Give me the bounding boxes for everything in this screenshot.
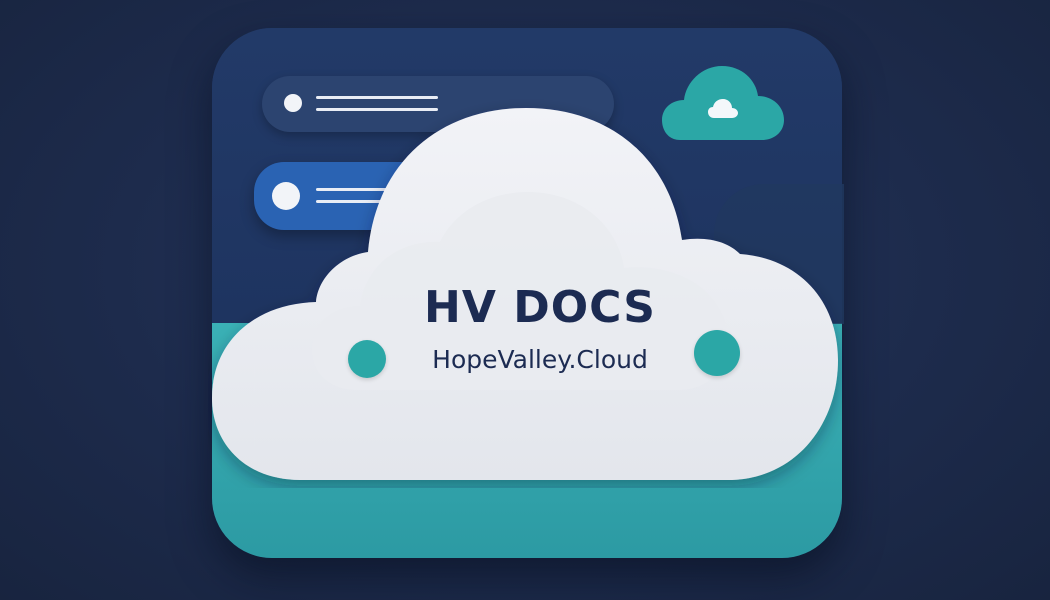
text-line (316, 96, 438, 99)
text-line (316, 108, 438, 111)
cloud-icon (662, 66, 784, 140)
cloud-shape (212, 108, 838, 480)
accent-dot-left (348, 340, 386, 378)
text-line (316, 200, 394, 203)
accent-dot-right (694, 330, 740, 376)
bullet-dot (272, 182, 300, 210)
bullet-dot (284, 94, 302, 112)
logo-title: HV DOCS (424, 282, 656, 333)
logo-subtitle: HopeValley.Cloud (432, 345, 648, 374)
text-line (316, 188, 394, 191)
